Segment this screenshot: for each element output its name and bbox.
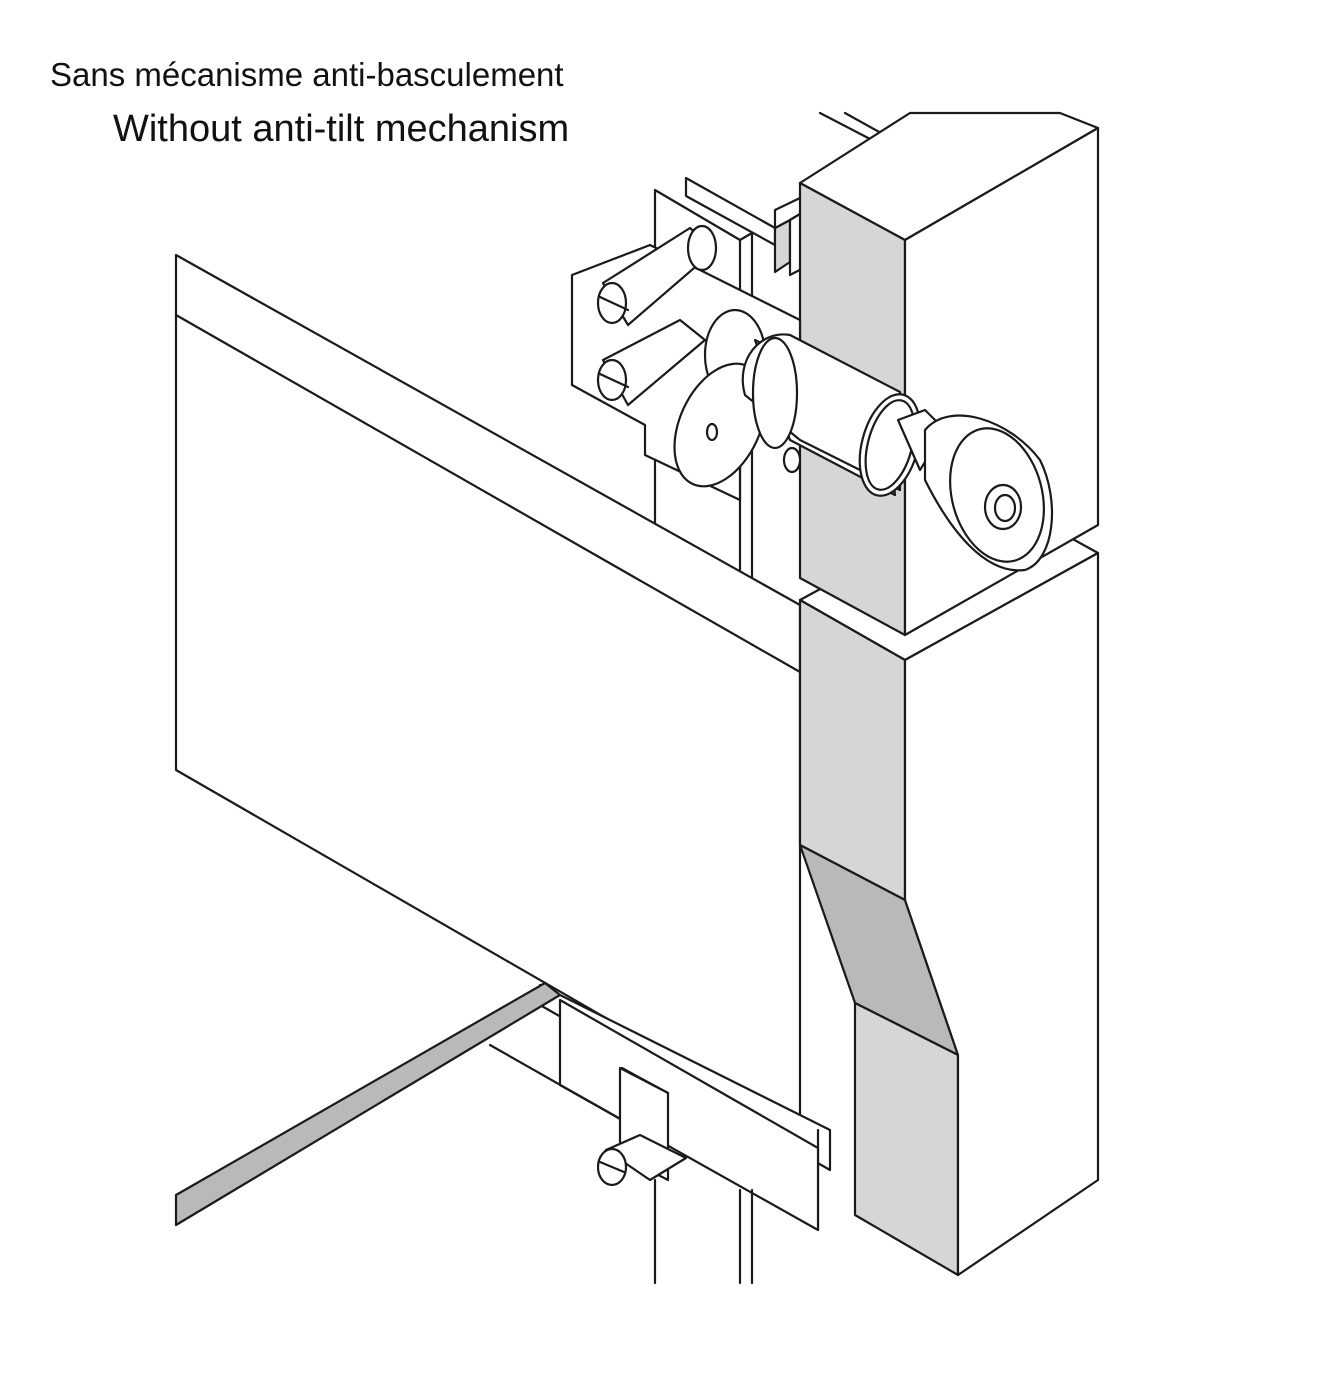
caption-french: Sans mécanisme anti-basculement	[50, 56, 564, 93]
screw-icon	[596, 224, 718, 327]
screw-icon	[596, 318, 707, 407]
drawer-front-panel	[174, 253, 832, 1232]
screw-icon	[782, 446, 802, 474]
screw-icon	[596, 1133, 688, 1187]
lower-shelf	[174, 981, 754, 1285]
key-icon	[896, 408, 1054, 572]
caption-english: Without anti-tilt mechanism	[113, 108, 570, 150]
lower-post	[798, 493, 1100, 1277]
